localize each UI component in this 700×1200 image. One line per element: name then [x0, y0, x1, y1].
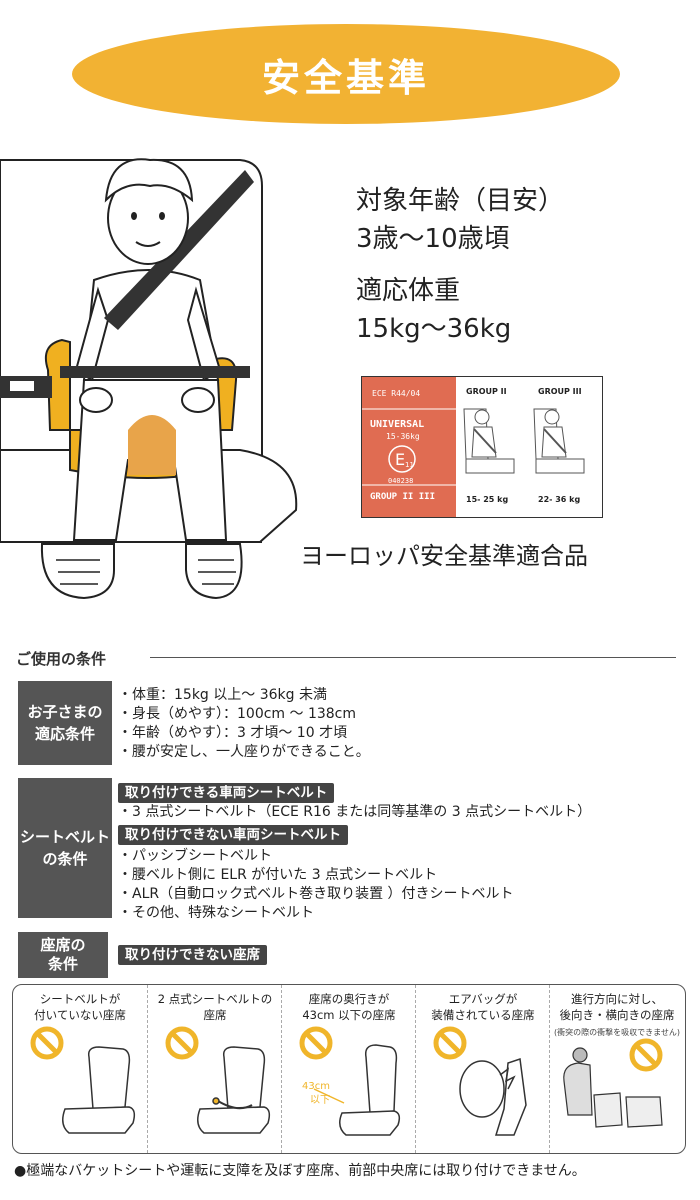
- seat-no-belt: シートベルトが付いていない座席: [13, 985, 147, 1153]
- group3-weight: 22- 36 kg: [538, 495, 581, 504]
- target-info: 対象年齢（目安） 3歳〜10歳頃 適応体重 15kg〜36kg: [356, 182, 564, 348]
- seat-airbag: エアバッグが装備されている座席: [415, 985, 550, 1153]
- group3-label: GROUP III: [538, 387, 582, 396]
- prohibited-icon: [433, 1026, 467, 1060]
- weight-value: 15kg〜36kg: [356, 314, 512, 344]
- seat-rear-facing: 進行方向に対し、後向き・横向きの座席 (衝突の際の衝撃を吸収できません): [549, 985, 684, 1153]
- seat-box-line2: 条件: [47, 955, 78, 973]
- list-item: ・パッシブシートベルト: [118, 848, 272, 864]
- list-item: ・年齢（めやす）：3 才頃〜 10 才頃: [118, 725, 348, 741]
- dimension-label: 以下: [310, 1095, 330, 1106]
- prohibited-icon: [629, 1038, 663, 1072]
- list-item: ・身長（めやす）：100cm 〜 138cm: [118, 706, 357, 722]
- dimension-label: 43cm: [302, 1081, 330, 1092]
- svg-text:11: 11: [405, 461, 414, 469]
- age-label: 対象年齢（目安）: [356, 186, 565, 216]
- group-label: GROUP II III: [370, 492, 436, 502]
- belt-ng-title: 取り付けできない車両シートベルト: [118, 825, 348, 845]
- list-item: ・ALR（自動ロック式ベルト巻き取り装置 ）付きシートベルト: [118, 886, 514, 902]
- seat-title-line1: 座席の奥行きが: [308, 992, 390, 1006]
- seat-two-point-belt: 2 点式シートベルトの座席: [147, 985, 282, 1153]
- seat-title-line2: 43cm 以下の座席: [302, 1008, 396, 1022]
- ece-label-panel: E 11 ECE R44/04 UNIVERSAL 15-36kg 040238…: [362, 377, 456, 517]
- approval-number: 040238: [388, 477, 414, 485]
- conditions-heading: ご使用の条件: [16, 650, 107, 668]
- ece-regulation: ECE R44/04: [372, 389, 421, 398]
- e-mark-icon: [388, 445, 416, 473]
- universal-label: UNIVERSAL: [370, 419, 425, 430]
- seat-title-note: (衝突の際の衝撃を吸収できません): [553, 1028, 680, 1037]
- child-box-line1: お子さまの: [27, 703, 103, 721]
- prohibited-icon: [165, 1026, 199, 1060]
- child-booster-illustration: [0, 158, 298, 600]
- belt-box-line1: シートベルト: [19, 828, 110, 846]
- ece-label-lines: E 11: [362, 408, 456, 486]
- group2-label: GROUP II: [466, 387, 507, 396]
- ece-approval-label: E 11 ECE R44/04 UNIVERSAL 15-36kg 040238…: [361, 376, 603, 518]
- list-item: ・その他、特殊なシートベルト: [118, 905, 314, 921]
- seat-condition-box: 座席の 条件: [18, 932, 108, 978]
- child-condition-list: ・体重：15kg 以上〜 36kg 未満 ・身長（めやす）：100cm 〜 13…: [118, 686, 370, 762]
- seat-title-line1: 進行方向に対し、: [571, 992, 663, 1006]
- list-item: ・体重：15kg 以上〜 36kg 未満: [118, 687, 327, 703]
- page-title: 安全基準: [261, 55, 430, 100]
- weight-label: 適応体重: [356, 276, 461, 306]
- child-condition-box: お子さまの 適応条件: [18, 681, 112, 765]
- seat-ng-title: 取り付けできない座席: [118, 945, 267, 965]
- heading-divider: [150, 657, 676, 658]
- belt-ok-title: 取り付けできる車両シートベルト: [118, 783, 335, 803]
- seat-title-line2: 後向き・横向きの座席: [559, 1008, 675, 1022]
- prohibited-icon: [30, 1026, 64, 1060]
- group2-weight: 15- 25 kg: [466, 495, 509, 504]
- seat-title-line1: エアバッグが: [448, 992, 518, 1006]
- weight-range: 15-36kg: [386, 432, 420, 441]
- footnote: ●極端なバケットシートや運転に支障を及ぼす座席、前部中央席には取り付けできません…: [14, 1163, 586, 1179]
- seat-box-line1: 座席の: [40, 936, 86, 954]
- seat-title-line2: 装備されている座席: [431, 1008, 535, 1022]
- seat-title-line2: 付いていない座席: [34, 1008, 126, 1022]
- belt-ng-list: ・パッシブシートベルト ・腰ベルト側に ELR が付いた 3 点式シートベルト …: [118, 847, 514, 923]
- eu-standard-caption: ヨーロッパ安全基準適合品: [300, 542, 588, 570]
- seat-title-line1: 2 点式シートベルトの: [157, 992, 273, 1006]
- rear-seats-icon: [563, 1047, 663, 1128]
- seat-icon: [197, 1046, 271, 1134]
- prohibited-seats-panel: シートベルトが付いていない座席 2 点式シートベルトの座席 座席の奥行きが 43c…: [12, 984, 686, 1154]
- svg-text:E: E: [395, 450, 405, 469]
- seat-title-line2: 座席: [203, 1008, 227, 1022]
- seat-short-depth: 座席の奥行きが 43cm 以下の座席 43cm 以下: [281, 985, 416, 1153]
- list-item: ・3 点式シートベルト（ECE R16 または同等基準の 3 点式シートベルト）: [118, 804, 592, 820]
- list-item: ・腰ベルト側に ELR が付いた 3 点式シートベルト: [118, 867, 438, 883]
- seat-icon: [339, 1044, 401, 1136]
- seat-title-line1: シートベルトが: [39, 992, 121, 1006]
- airbag-seat-icon: [459, 1058, 527, 1136]
- group-seat-drawings: [463, 408, 585, 474]
- belt-box-line2: の条件: [42, 850, 88, 868]
- belt-ok-list: ・3 点式シートベルト（ECE R16 または同等基準の 3 点式シートベルト）: [118, 803, 591, 822]
- child-box-line2: 適応条件: [34, 725, 95, 743]
- seat-icon: [62, 1046, 136, 1134]
- prohibited-icon: [299, 1026, 333, 1060]
- title-banner: 安全基準: [72, 24, 620, 124]
- dimension-arrow-icon: [313, 1088, 345, 1104]
- list-item: ・腰が安定し、一人座りができること。: [118, 744, 370, 760]
- age-value: 3歳〜10歳頃: [356, 224, 510, 254]
- belt-condition-box: シートベルト の条件: [18, 778, 112, 918]
